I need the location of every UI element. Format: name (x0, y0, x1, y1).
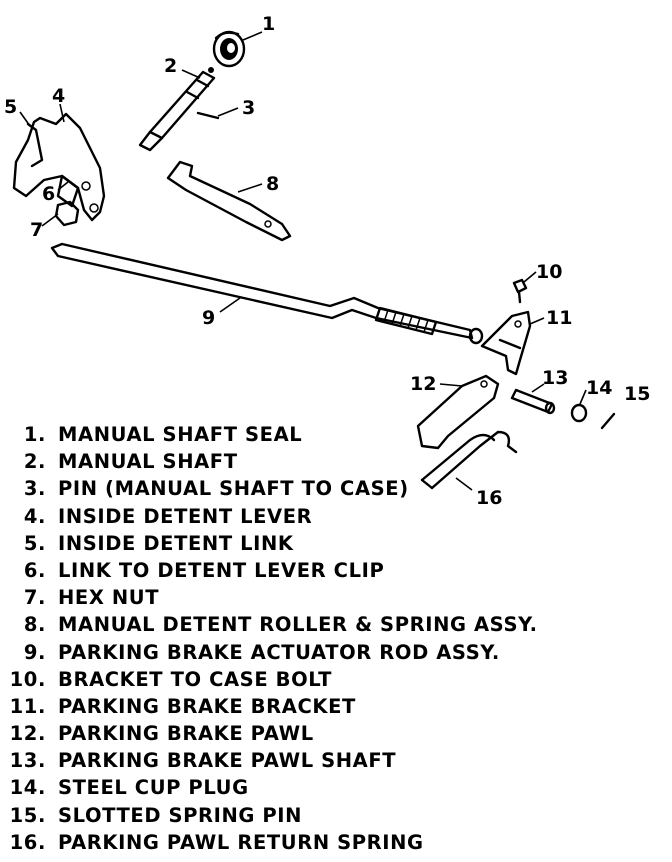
legend-item-text: PARKING BRAKE BRACKET (58, 694, 356, 718)
legend-item-number: 8. (23, 613, 46, 637)
legend-item: 13. PARKING BRAKE PAWL SHAFT (0, 749, 672, 776)
part-parking-brake-pawl (416, 374, 500, 450)
legend-item: 16. PARKING PAWL RETURN SPRING (0, 831, 672, 858)
callout-labels: 1 2 3 4 5 6 7 8 9 10 11 12 13 14 15 16 (4, 13, 650, 509)
callout-16: 16 (476, 487, 502, 509)
legend-item: 7. HEX NUT (0, 586, 672, 613)
part-manual-shaft (138, 67, 216, 152)
callout-12: 12 (410, 373, 436, 395)
legend-item-text: PARKING PAWL RETURN SPRING (58, 830, 424, 854)
legend-item: 5. INSIDE DETENT LINK (0, 532, 672, 559)
part-manual-shaft-seal (212, 30, 246, 68)
legend-item-text: MANUAL SHAFT SEAL (58, 423, 303, 446)
callout-11: 11 (546, 307, 572, 329)
legend-item-number: 6. (23, 558, 46, 582)
legend-item: 2. MANUAL SHAFT (0, 450, 672, 477)
legend-item-text: INSIDE DETENT LINK (58, 531, 294, 555)
legend-item: 3. PIN (MANUAL SHAFT TO CASE) (0, 477, 672, 504)
legend-item: 1. MANUAL SHAFT SEAL (0, 423, 672, 450)
callout-14: 14 (586, 377, 612, 399)
part-slotted-spring-pin (600, 412, 616, 430)
legend-item-text: PARKING BRAKE PAWL (58, 722, 314, 746)
legend-item-text: HEX NUT (58, 586, 160, 610)
legend-item-text: PIN (MANUAL SHAFT TO CASE) (58, 477, 409, 501)
legend-item-number: 10. (9, 667, 46, 691)
part-hex-nut (54, 200, 80, 227)
part-detent-roller-spring (166, 160, 292, 242)
legend-item-text: MANUAL SHAFT (58, 450, 238, 474)
legend-item: 15. SLOTTED SPRING PIN (0, 804, 672, 831)
callout-9: 9 (202, 307, 215, 329)
legend-item-number: 16. (9, 830, 46, 854)
legend-item-text: INSIDE DETENT LEVER (58, 504, 313, 528)
callout-1: 1 (262, 13, 275, 35)
legend-item-text: LINK TO DETENT LEVER CLIP (58, 558, 385, 582)
part-actuator-rod (50, 242, 484, 345)
part-pawl-return-spring (420, 430, 518, 490)
legend-item: 12. PARKING BRAKE PAWL (0, 722, 672, 749)
legend-item-number: 3. (23, 477, 46, 501)
legend-item-text: STEEL CUP PLUG (58, 776, 249, 800)
legend-item-text: SLOTTED SPRING PIN (58, 803, 303, 827)
part-steel-cup-plug (570, 403, 588, 423)
callout-5: 5 (4, 96, 17, 118)
callout-15: 15 (624, 383, 650, 405)
legend-item-number: 9. (23, 640, 46, 664)
legend-item-text: BRACKET TO CASE BOLT (58, 667, 332, 691)
legend-item-number: 12. (9, 722, 46, 746)
legend-item-text: PARKING BRAKE PAWL SHAFT (58, 749, 397, 773)
legend-item-number: 14. (9, 776, 46, 800)
legend-item: 8. MANUAL DETENT ROLLER & SPRING ASSY. (0, 613, 672, 640)
legend-item-number: 15. (9, 803, 46, 827)
callout-2: 2 (164, 55, 177, 77)
parts-legend: 1. MANUAL SHAFT SEAL 2. MANUAL SHAFT 3. PIN… (0, 423, 672, 858)
legend-item-number: 2. (23, 450, 46, 474)
part-bracket-bolt (512, 278, 528, 304)
callout-8: 8 (266, 173, 279, 195)
legend-item: 10. BRACKET TO CASE BOLT (0, 668, 672, 695)
legend-item: 9. PARKING BRAKE ACTUATOR ROD ASSY. (0, 641, 672, 668)
legend-item-number: 13. (9, 749, 46, 773)
legend-item-number: 5. (23, 531, 46, 555)
legend-item-number: 1. (23, 423, 46, 446)
legend-item: 4. INSIDE DETENT LEVER (0, 505, 672, 532)
callout-7: 7 (30, 219, 43, 241)
callout-13: 13 (542, 367, 568, 389)
legend-item-text: MANUAL DETENT ROLLER & SPRING ASSY. (58, 613, 538, 637)
legend-item-number: 11. (9, 694, 46, 718)
leader-lines (19, 31, 587, 491)
callout-3: 3 (242, 97, 255, 119)
legend-item-number: 7. (23, 586, 46, 610)
legend-item: 11. PARKING BRAKE BRACKET (0, 695, 672, 722)
callout-6: 6 (42, 183, 55, 205)
legend-item-number: 4. (23, 504, 46, 528)
legend-item: 14. STEEL CUP PLUG (0, 776, 672, 803)
part-pin (196, 111, 220, 120)
legend-item: 6. LINK TO DETENT LEVER CLIP (0, 559, 672, 586)
legend-item-text: PARKING BRAKE ACTUATOR ROD ASSY. (58, 640, 500, 664)
callout-4: 4 (52, 85, 65, 107)
part-parking-brake-bracket (480, 310, 532, 376)
part-pawl-shaft (510, 388, 556, 415)
callout-10: 10 (536, 261, 562, 283)
